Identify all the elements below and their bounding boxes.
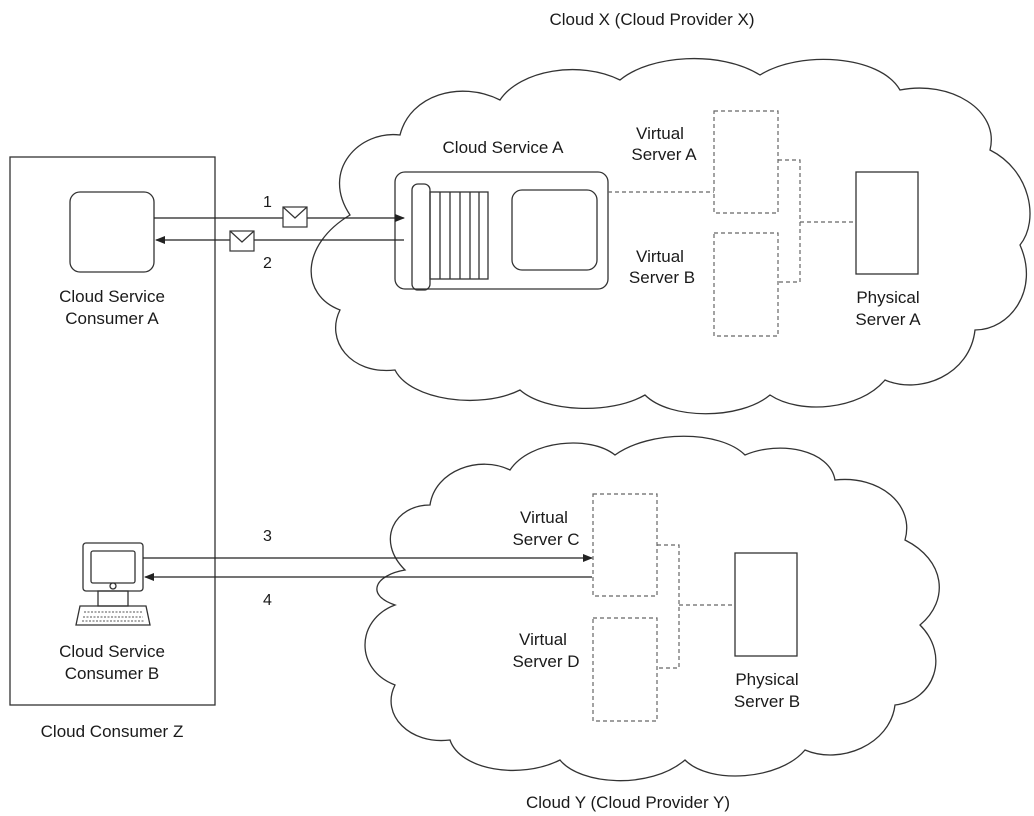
virtual-server-c-box xyxy=(592,493,658,597)
service-consumer-a-icon xyxy=(69,191,155,273)
step-1-label: 1 xyxy=(263,194,272,211)
virtual-server-b-label-line1: Virtual xyxy=(636,247,684,266)
virtual-server-d-label-line1: Virtual xyxy=(519,630,567,649)
consumer-a-label-line1: Cloud Service xyxy=(59,287,165,306)
computer-icon xyxy=(75,542,151,626)
virtual-server-a-label-line2: Server A xyxy=(631,145,697,164)
virtual-server-a-box xyxy=(713,110,779,214)
consumer-a-label-line2: Consumer A xyxy=(65,309,159,328)
virtual-server-c-label-line2: Server C xyxy=(512,530,579,549)
physical-server-a-label-line2: Server A xyxy=(855,310,921,329)
connector-vsc-vsd xyxy=(657,544,680,669)
virtual-server-d-label-line2: Server D xyxy=(512,652,579,671)
cloud-y-shape xyxy=(364,435,940,782)
physical-server-b-box xyxy=(734,552,798,657)
cloud-y-title: Cloud Y (Cloud Provider Y) xyxy=(526,793,730,812)
virtual-server-b-label-line2: Server B xyxy=(629,268,695,287)
cloud-consumer-z-title: Cloud Consumer Z xyxy=(41,722,184,741)
virtual-server-a-label-line1: Virtual xyxy=(636,124,684,143)
connector-vsa-vsb xyxy=(778,159,801,283)
step-3-label: 3 xyxy=(263,528,272,545)
cloud-x-shape xyxy=(310,57,1031,415)
cloud-x-title: Cloud X (Cloud Provider X) xyxy=(549,10,754,29)
virtual-server-c-label-line1: Virtual xyxy=(520,508,568,527)
cloud-service-a-component xyxy=(394,171,609,291)
envelope-icon xyxy=(282,206,308,228)
step-2-label: 2 xyxy=(263,255,272,272)
consumer-b-label-line1: Cloud Service xyxy=(59,642,165,661)
consumer-b-label-line2: Consumer B xyxy=(65,664,159,683)
cloud-service-a-title: Cloud Service A xyxy=(443,138,565,157)
physical-server-b-label-line2: Server B xyxy=(734,692,800,711)
virtual-server-b-box xyxy=(713,232,779,337)
physical-server-a-box xyxy=(855,171,919,275)
envelope-icon xyxy=(229,230,255,252)
physical-server-b-label-line1: Physical xyxy=(735,670,798,689)
cloud-consumer-z-box xyxy=(9,156,216,706)
virtual-server-d-box xyxy=(592,617,658,722)
step-4-label: 4 xyxy=(263,592,272,609)
physical-server-a-label-line1: Physical xyxy=(856,288,919,307)
